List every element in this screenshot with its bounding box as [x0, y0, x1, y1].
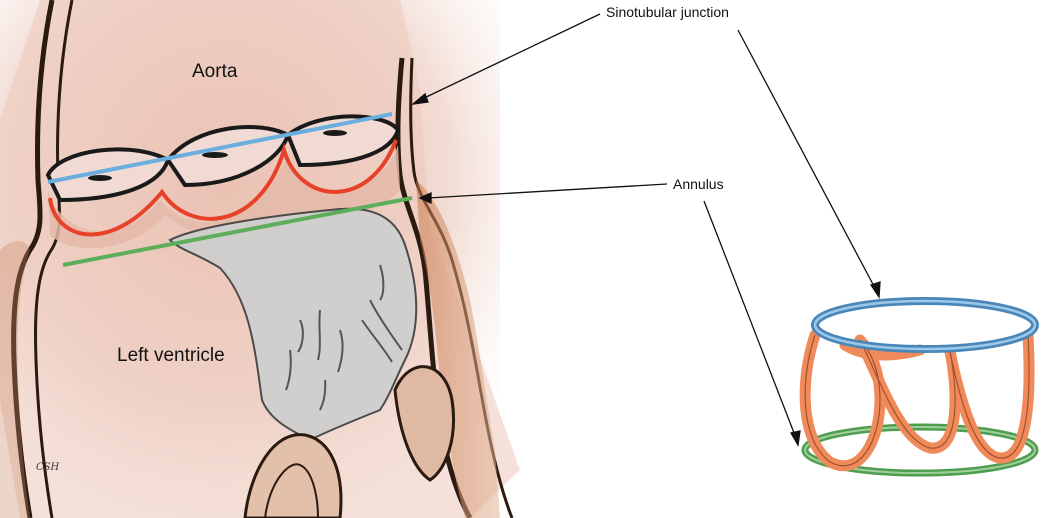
aortic-root-illustration: CSH Aorta Left ventricle — [0, 0, 520, 518]
aortic-root-crown-model — [805, 301, 1035, 473]
leaflet-nodule-right — [323, 130, 347, 136]
sinotubular-ring-highlight — [815, 301, 1035, 349]
stj-arrowhead-ring — [871, 282, 880, 297]
crown-loops — [805, 335, 1029, 466]
annulus-arrow-to-ring — [704, 201, 796, 438]
annulus-arrowhead-ring — [791, 431, 800, 445]
aorta-label: Aorta — [192, 61, 238, 82]
leaflet-nodule-middle — [202, 152, 228, 158]
sinotubular-junction-label: Sinotubular junction — [606, 4, 729, 20]
left-ventricle-label: Left ventricle — [117, 345, 225, 366]
stj-arrow-to-ring — [738, 30, 876, 290]
artist-signature: CSH — [36, 462, 60, 473]
leaflet-nodule-left — [88, 175, 112, 181]
annulus-label: Annulus — [673, 176, 724, 192]
